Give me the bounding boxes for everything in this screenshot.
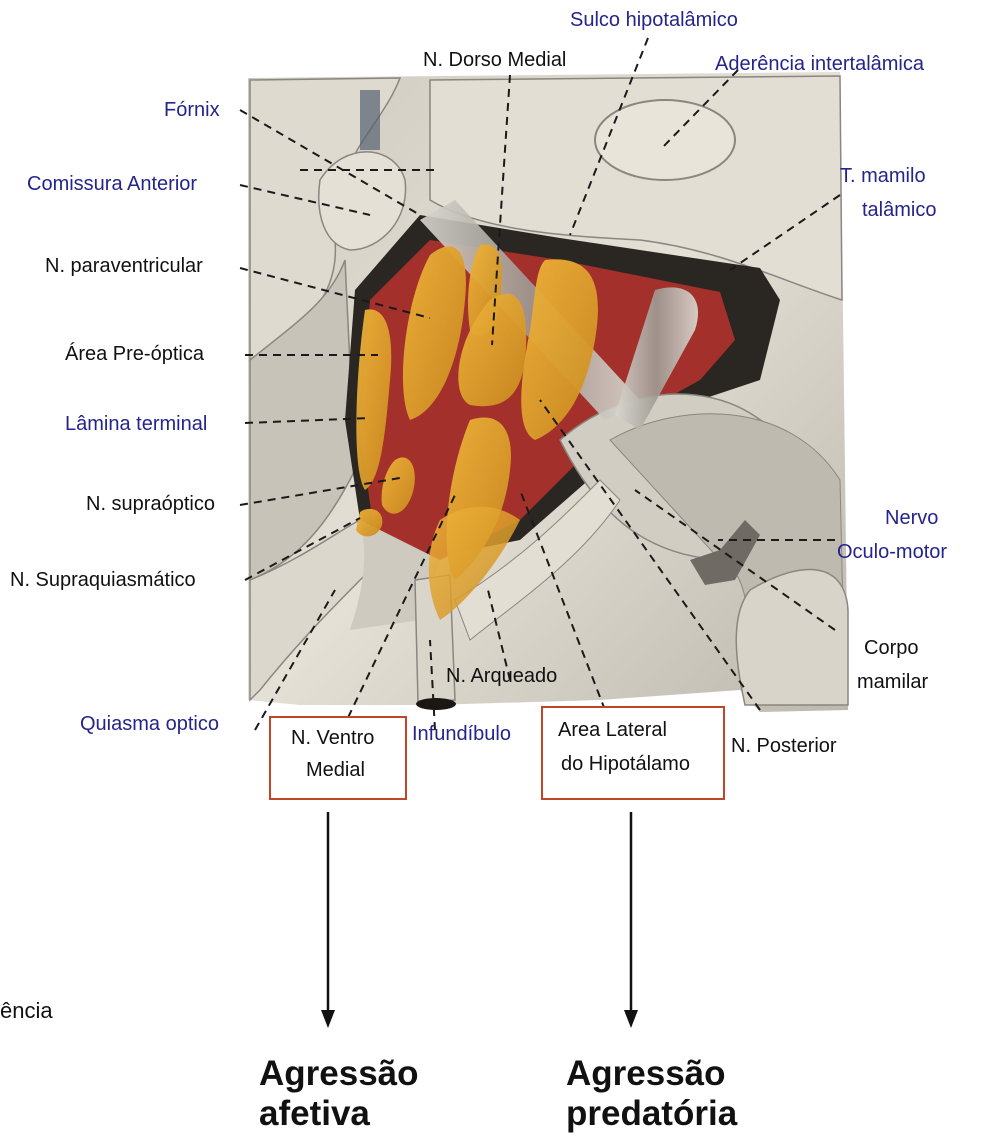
- label-quiasma-optico: Quiasma optico: [80, 712, 219, 736]
- label-nervo: Nervo: [885, 506, 938, 530]
- label-talamico: talâmico: [862, 198, 936, 222]
- label-sulco-hipotalamico: Sulco hipotalâmico: [570, 8, 738, 32]
- outcome-predatoria-line1: Agressão: [566, 1054, 726, 1094]
- label-posterior: N. Posterior: [731, 734, 837, 758]
- outcome-afetiva-line2: afetiva: [259, 1094, 370, 1134]
- label-area-lateral-1: Area Lateral: [558, 718, 667, 742]
- outcome-predatoria-line2: predatória: [566, 1094, 737, 1134]
- label-t-mamilo: T. mamilo: [840, 164, 926, 188]
- label-mamilar: mamilar: [857, 670, 928, 694]
- label-oculo-motor: Oculo-motor: [837, 540, 947, 564]
- label-arqueado: N. Arqueado: [446, 664, 557, 688]
- label-ventro-medial-2: Medial: [306, 758, 365, 782]
- arrows: [321, 812, 638, 1028]
- label-fornix: Fórnix: [164, 98, 220, 122]
- label-area-preoptica: Área Pre-óptica: [65, 342, 204, 366]
- label-dorso-medial: N. Dorso Medial: [423, 48, 566, 72]
- label-ventro-medial-1: N. Ventro: [291, 726, 374, 750]
- cropped-side-text: ência: [0, 998, 53, 1024]
- label-supraquiasmatico: N. Supraquiasmático: [10, 568, 196, 592]
- label-area-lateral-2: do Hipotálamo: [561, 752, 690, 776]
- label-lamina-terminal: Lâmina terminal: [65, 412, 207, 436]
- label-comissura-anterior: Comissura Anterior: [27, 172, 197, 196]
- label-aderencia-intertalamica: Aderência intertalâmica: [715, 52, 924, 76]
- outcome-afetiva-line1: Agressão: [259, 1054, 419, 1094]
- label-infundibulo: Infundíbulo: [412, 722, 511, 746]
- label-corpo: Corpo: [864, 636, 918, 660]
- label-supraoptico: N. supraóptico: [86, 492, 215, 516]
- label-paraventricular: N. paraventricular: [45, 254, 203, 278]
